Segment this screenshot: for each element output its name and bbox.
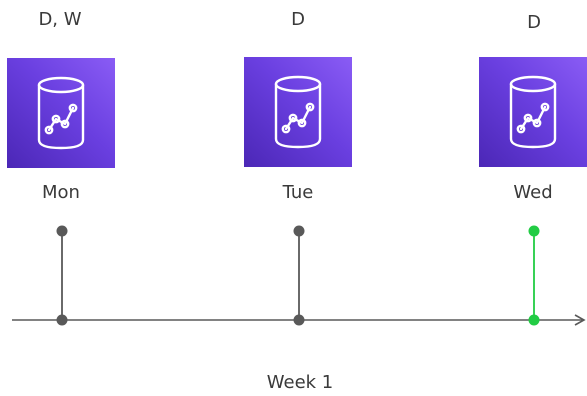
database-tile-tue: [244, 57, 352, 167]
marker-top-dot-wed: [528, 225, 540, 237]
database-tile-wed: [479, 57, 587, 167]
marker-top-dot-tue: [293, 225, 305, 237]
database-analytics-icon: [274, 75, 322, 149]
day-label-mon: Mon: [42, 182, 80, 203]
day-label-tue: Tue: [282, 182, 314, 203]
database-tile-mon: [7, 58, 115, 168]
marker-top-dot-mon: [56, 225, 68, 237]
marker-axis-dot-wed: [528, 314, 540, 326]
marker-axis-dot-mon: [56, 314, 68, 326]
backup-type-label-tue: D: [291, 9, 305, 30]
day-label-wed: Wed: [513, 182, 553, 203]
database-analytics-icon: [37, 76, 85, 150]
timeline-markers: [56, 225, 540, 326]
backup-type-label-mon: D, W: [38, 9, 82, 30]
week-label: Week 1: [266, 372, 334, 393]
database-analytics-icon: [509, 75, 557, 149]
marker-axis-dot-tue: [293, 314, 305, 326]
backup-type-label-wed: D: [527, 12, 541, 33]
